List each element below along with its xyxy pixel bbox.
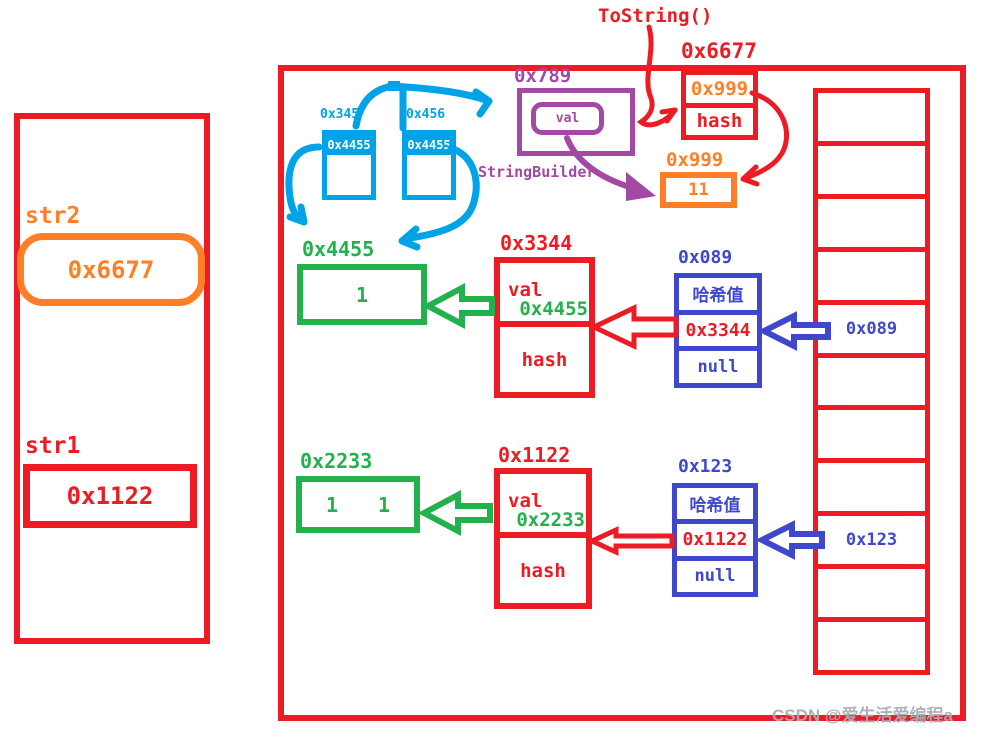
- str2-value: 0x6677: [67, 255, 155, 284]
- stack-panel: [14, 113, 210, 644]
- entry2-next: null: [694, 566, 736, 587]
- stringobj1-val-ref: 0x4455: [519, 298, 588, 320]
- buffer1-box: 0x4455: [322, 130, 376, 200]
- entry1-hash-title: 哈希值: [692, 286, 744, 306]
- stringbuilder-caption: StringBuilder: [478, 163, 596, 181]
- heap-panel: [278, 65, 966, 721]
- bucket-row: [818, 358, 925, 411]
- bucket-row: [818, 463, 925, 517]
- buffer1-address-label: 0x345: [320, 107, 360, 122]
- chararray1-box: 1: [297, 264, 427, 325]
- stringobj2-address-label: 0x1122: [498, 443, 571, 467]
- chararray2-box: 1 1: [296, 476, 420, 533]
- buffer2-value: 0x4455: [407, 135, 451, 158]
- entry2-ref: 0x1122: [677, 519, 753, 561]
- bucket-row: [818, 622, 925, 670]
- bucket-table: 0x089 0x123: [813, 88, 930, 675]
- str2-value-box: 0x6677: [17, 233, 205, 306]
- bucket-row: [818, 410, 925, 464]
- stringobj2-val-ref: 0x2233: [516, 509, 585, 531]
- str2-label: str2: [25, 203, 81, 229]
- buffer2-address-label: 0x456: [406, 107, 446, 122]
- stringbuilder-val-field: val: [531, 102, 604, 135]
- buffer2-empty-cell: [407, 158, 451, 195]
- entry2-hash-title: 哈希值: [689, 496, 741, 516]
- char-buffer-value: 11: [688, 180, 709, 200]
- stringobj1-box: val 0x4455 hash: [494, 257, 595, 398]
- stringobj2-hash-field: hash: [520, 559, 566, 582]
- char-buffer-address-label: 0x999: [666, 149, 724, 171]
- buffer1-empty-cell: [327, 158, 371, 195]
- returned-string-object-box: 0x999 hash: [681, 70, 758, 140]
- bucket-row: [818, 199, 925, 252]
- str1-label: str1: [25, 433, 81, 459]
- stringobj1-val-field: val: [508, 279, 543, 301]
- stringbuilder-object-box: val: [517, 88, 635, 156]
- entry1-box: 哈希值 0x3344 null: [674, 273, 762, 388]
- bucket-row: [818, 146, 925, 199]
- buffer1-value: 0x4455: [327, 135, 371, 158]
- bucket-row: [818, 569, 925, 623]
- chararray1-address-label: 0x4455: [302, 237, 375, 261]
- str1-value: 0x1122: [66, 482, 154, 510]
- stringbuilder-address-label: 0x789: [514, 65, 572, 87]
- bucket-row: 0x089: [818, 305, 925, 358]
- entry1-next: null: [697, 357, 739, 378]
- chararray2-value: 1 1: [325, 492, 405, 517]
- stringobj2-val-cell: val 0x2233: [500, 474, 586, 538]
- stringobj1-val-cell: val 0x4455: [500, 263, 589, 327]
- stringobj1-hash-field: hash: [521, 348, 568, 371]
- char-buffer-box: 11: [660, 172, 737, 208]
- entry1-address-label: 0x089: [678, 247, 733, 268]
- chararray1-value: 1: [355, 282, 369, 307]
- entry2-address-label: 0x123: [678, 456, 733, 477]
- chararray2-address-label: 0x2233: [300, 449, 373, 473]
- tostring-annotation: ToString(): [598, 5, 713, 27]
- bucket-row: [818, 252, 925, 305]
- bucket-row: 0x123: [818, 516, 925, 570]
- stringobj1-address-label: 0x3344: [500, 231, 573, 255]
- entry2-box: 哈希值 0x1122 null: [672, 483, 758, 597]
- buffer2-box: 0x4455: [402, 130, 456, 200]
- bucket-row: [818, 93, 925, 146]
- returned-string-address-label: 0x6677: [681, 39, 757, 63]
- returned-string-hash: hash: [696, 110, 743, 133]
- str1-value-box: 0x1122: [23, 464, 197, 528]
- stringobj2-val-field: val: [508, 490, 543, 512]
- entry1-ref: 0x3344: [679, 309, 757, 352]
- csdn-watermark: CSDN @爱生活爱编程a: [772, 706, 953, 725]
- returned-string-val: 0x999: [686, 75, 753, 108]
- stringobj2-box: val 0x2233 hash: [494, 468, 592, 609]
